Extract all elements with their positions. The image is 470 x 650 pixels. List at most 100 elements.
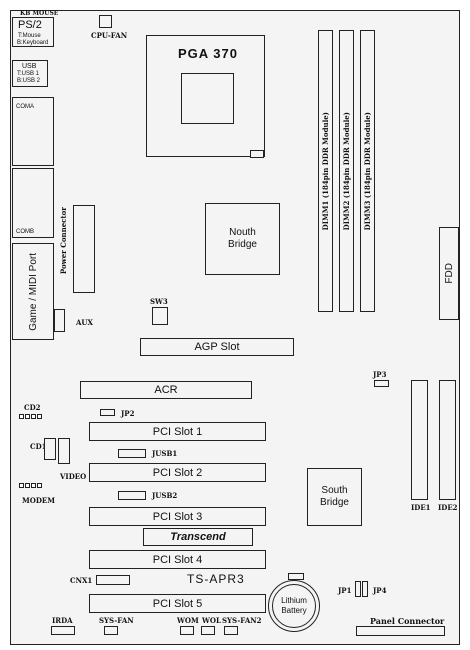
pci-slot-2: PCI Slot 2 xyxy=(89,463,266,482)
south-bridge-label-2: Bridge xyxy=(320,497,349,508)
power-connector-label: Power Connector xyxy=(59,207,68,275)
video-connector xyxy=(58,438,70,464)
sys-fan2-header xyxy=(224,626,238,635)
sw3-switch xyxy=(152,307,168,325)
cnx1-connector xyxy=(96,575,130,585)
jp4-jumper xyxy=(362,581,368,597)
fdd-label: FDD xyxy=(443,263,455,284)
usb-port: USB T:USB 1 B:USB 2 xyxy=(12,60,48,87)
aux-connector xyxy=(54,309,65,332)
lithium-battery-inner: Lithium Battery xyxy=(272,584,316,628)
battery-label-1: Lithium xyxy=(281,596,307,605)
ps2-mouse-label: T:Mouse xyxy=(18,33,41,39)
ps2-title: PS/2 xyxy=(18,19,42,31)
ps2-keyboard-label: B:Keyboard xyxy=(17,40,49,46)
ide2-label: IDE2 xyxy=(438,503,458,512)
transcend-logo-box: Transcend xyxy=(143,528,253,546)
pci-slot-1-label: PCI Slot 1 xyxy=(152,425,203,438)
ps2-top-label: KB MOUSE xyxy=(20,10,59,17)
game-midi-port: Game / MIDI Port xyxy=(12,243,54,340)
coma-label: COMA xyxy=(16,104,34,110)
cd1-label: CD1 xyxy=(30,442,47,451)
pci-slot-5: PCI Slot 5 xyxy=(89,594,266,613)
jp2-jumper xyxy=(100,409,115,416)
usb-2-label: B:USB 2 xyxy=(17,78,41,84)
cpu-fan-header xyxy=(99,15,112,28)
cd2-label: CD2 xyxy=(24,403,41,412)
video-label: VIDEO xyxy=(60,472,87,481)
north-bridge-label-2: Bridge xyxy=(228,239,257,250)
cd1-connector xyxy=(44,438,56,460)
comb-label: COMB xyxy=(16,229,34,235)
sys-fan-label: SYS-FAN xyxy=(99,616,134,625)
game-midi-label: Game / MIDI Port xyxy=(27,252,39,331)
pci-slot-4: PCI Slot 4 xyxy=(89,550,266,569)
ps2-port: PS/2 T:Mouse B:Keyboard xyxy=(12,17,54,47)
north-bridge-label-1: Nouth xyxy=(229,227,256,238)
fdd-connector: FDD xyxy=(439,227,459,320)
acr-slot-label: ACR xyxy=(154,384,178,396)
modem-header xyxy=(19,483,42,488)
ide1-connector xyxy=(411,380,428,500)
irda-label: IRDA xyxy=(52,616,73,625)
dimm2-label: DIMM2 (184pin DDR Module) xyxy=(342,111,351,231)
socket-lever xyxy=(250,150,264,158)
jusb1-header xyxy=(118,449,146,458)
pci-slot-3: PCI Slot 3 xyxy=(89,507,266,526)
battery-label-2: Battery xyxy=(281,606,307,615)
jp2-label: JP2 xyxy=(121,409,135,418)
jusb2-label: JUSB2 xyxy=(152,491,178,500)
jp1-label: JP1 xyxy=(338,586,352,595)
jp1-jumper xyxy=(355,581,361,597)
pci-slot-3-label: PCI Slot 3 xyxy=(152,510,203,523)
dimm1-slot: DIMM1 (184pin DDR Module) xyxy=(318,30,333,312)
lithium-battery-outer: Lithium Battery xyxy=(268,580,320,632)
wom-header xyxy=(180,626,194,635)
south-bridge-label-1: South xyxy=(321,485,348,496)
wom-label: WOM xyxy=(177,616,199,625)
ide2-connector xyxy=(439,380,456,500)
usb-1-label: T:USB 1 xyxy=(17,71,40,77)
jp3-label: JP3 xyxy=(373,370,387,379)
pci-slot-1: PCI Slot 1 xyxy=(89,422,266,441)
sw3-label: SW3 xyxy=(150,297,168,306)
sys-fan-header xyxy=(104,626,118,635)
cpu-socket: PGA 370 xyxy=(146,35,265,158)
wol-header xyxy=(201,626,215,635)
model-label: TS-APR3 xyxy=(187,572,245,586)
south-bridge: South Bridge xyxy=(307,468,362,526)
battery-clip xyxy=(288,573,304,580)
north-bridge: Nouth Bridge xyxy=(205,203,280,275)
ide1-label: IDE1 xyxy=(411,503,431,512)
cnx1-label: CNX1 xyxy=(70,576,93,585)
sys-fan2-label: SYS-FAN2 xyxy=(222,616,262,625)
irda-header xyxy=(51,626,75,635)
pci-slot-4-label: PCI Slot 4 xyxy=(152,553,203,566)
jusb2-header xyxy=(118,491,146,500)
dimm3-label: DIMM3 (184pin DDR Module) xyxy=(363,111,372,231)
dimm1-label: DIMM1 (184pin DDR Module) xyxy=(321,111,330,231)
dimm2-slot: DIMM2 (184pin DDR Module) xyxy=(339,30,354,312)
coma-port: COMA xyxy=(12,97,54,166)
wol-label: WOL xyxy=(202,616,221,625)
power-connector xyxy=(73,205,95,293)
acr-slot: ACR xyxy=(80,381,252,399)
usb-title: USB xyxy=(22,63,37,70)
transcend-logo: Transcend xyxy=(170,531,226,543)
pci-slot-2-label: PCI Slot 2 xyxy=(152,466,203,479)
comb-port: COMB xyxy=(12,168,54,238)
agp-slot: AGP Slot xyxy=(140,338,294,356)
cpu-fan-label: CPU-FAN xyxy=(91,31,128,40)
modem-label: MODEM xyxy=(22,496,56,505)
jp3-jumper xyxy=(374,380,389,387)
cpu-socket-label: PGA 370 xyxy=(178,46,238,61)
aux-label: AUX xyxy=(76,318,93,327)
jusb1-label: JUSB1 xyxy=(152,449,178,458)
agp-slot-label: AGP Slot xyxy=(194,341,240,353)
dimm3-slot: DIMM3 (184pin DDR Module) xyxy=(360,30,375,312)
cd2-header xyxy=(19,414,42,419)
jp4-label: JP4 xyxy=(373,586,387,595)
panel-connector-label: Panel Connector xyxy=(370,616,445,626)
panel-connector xyxy=(356,626,445,636)
cpu-die xyxy=(181,73,234,124)
